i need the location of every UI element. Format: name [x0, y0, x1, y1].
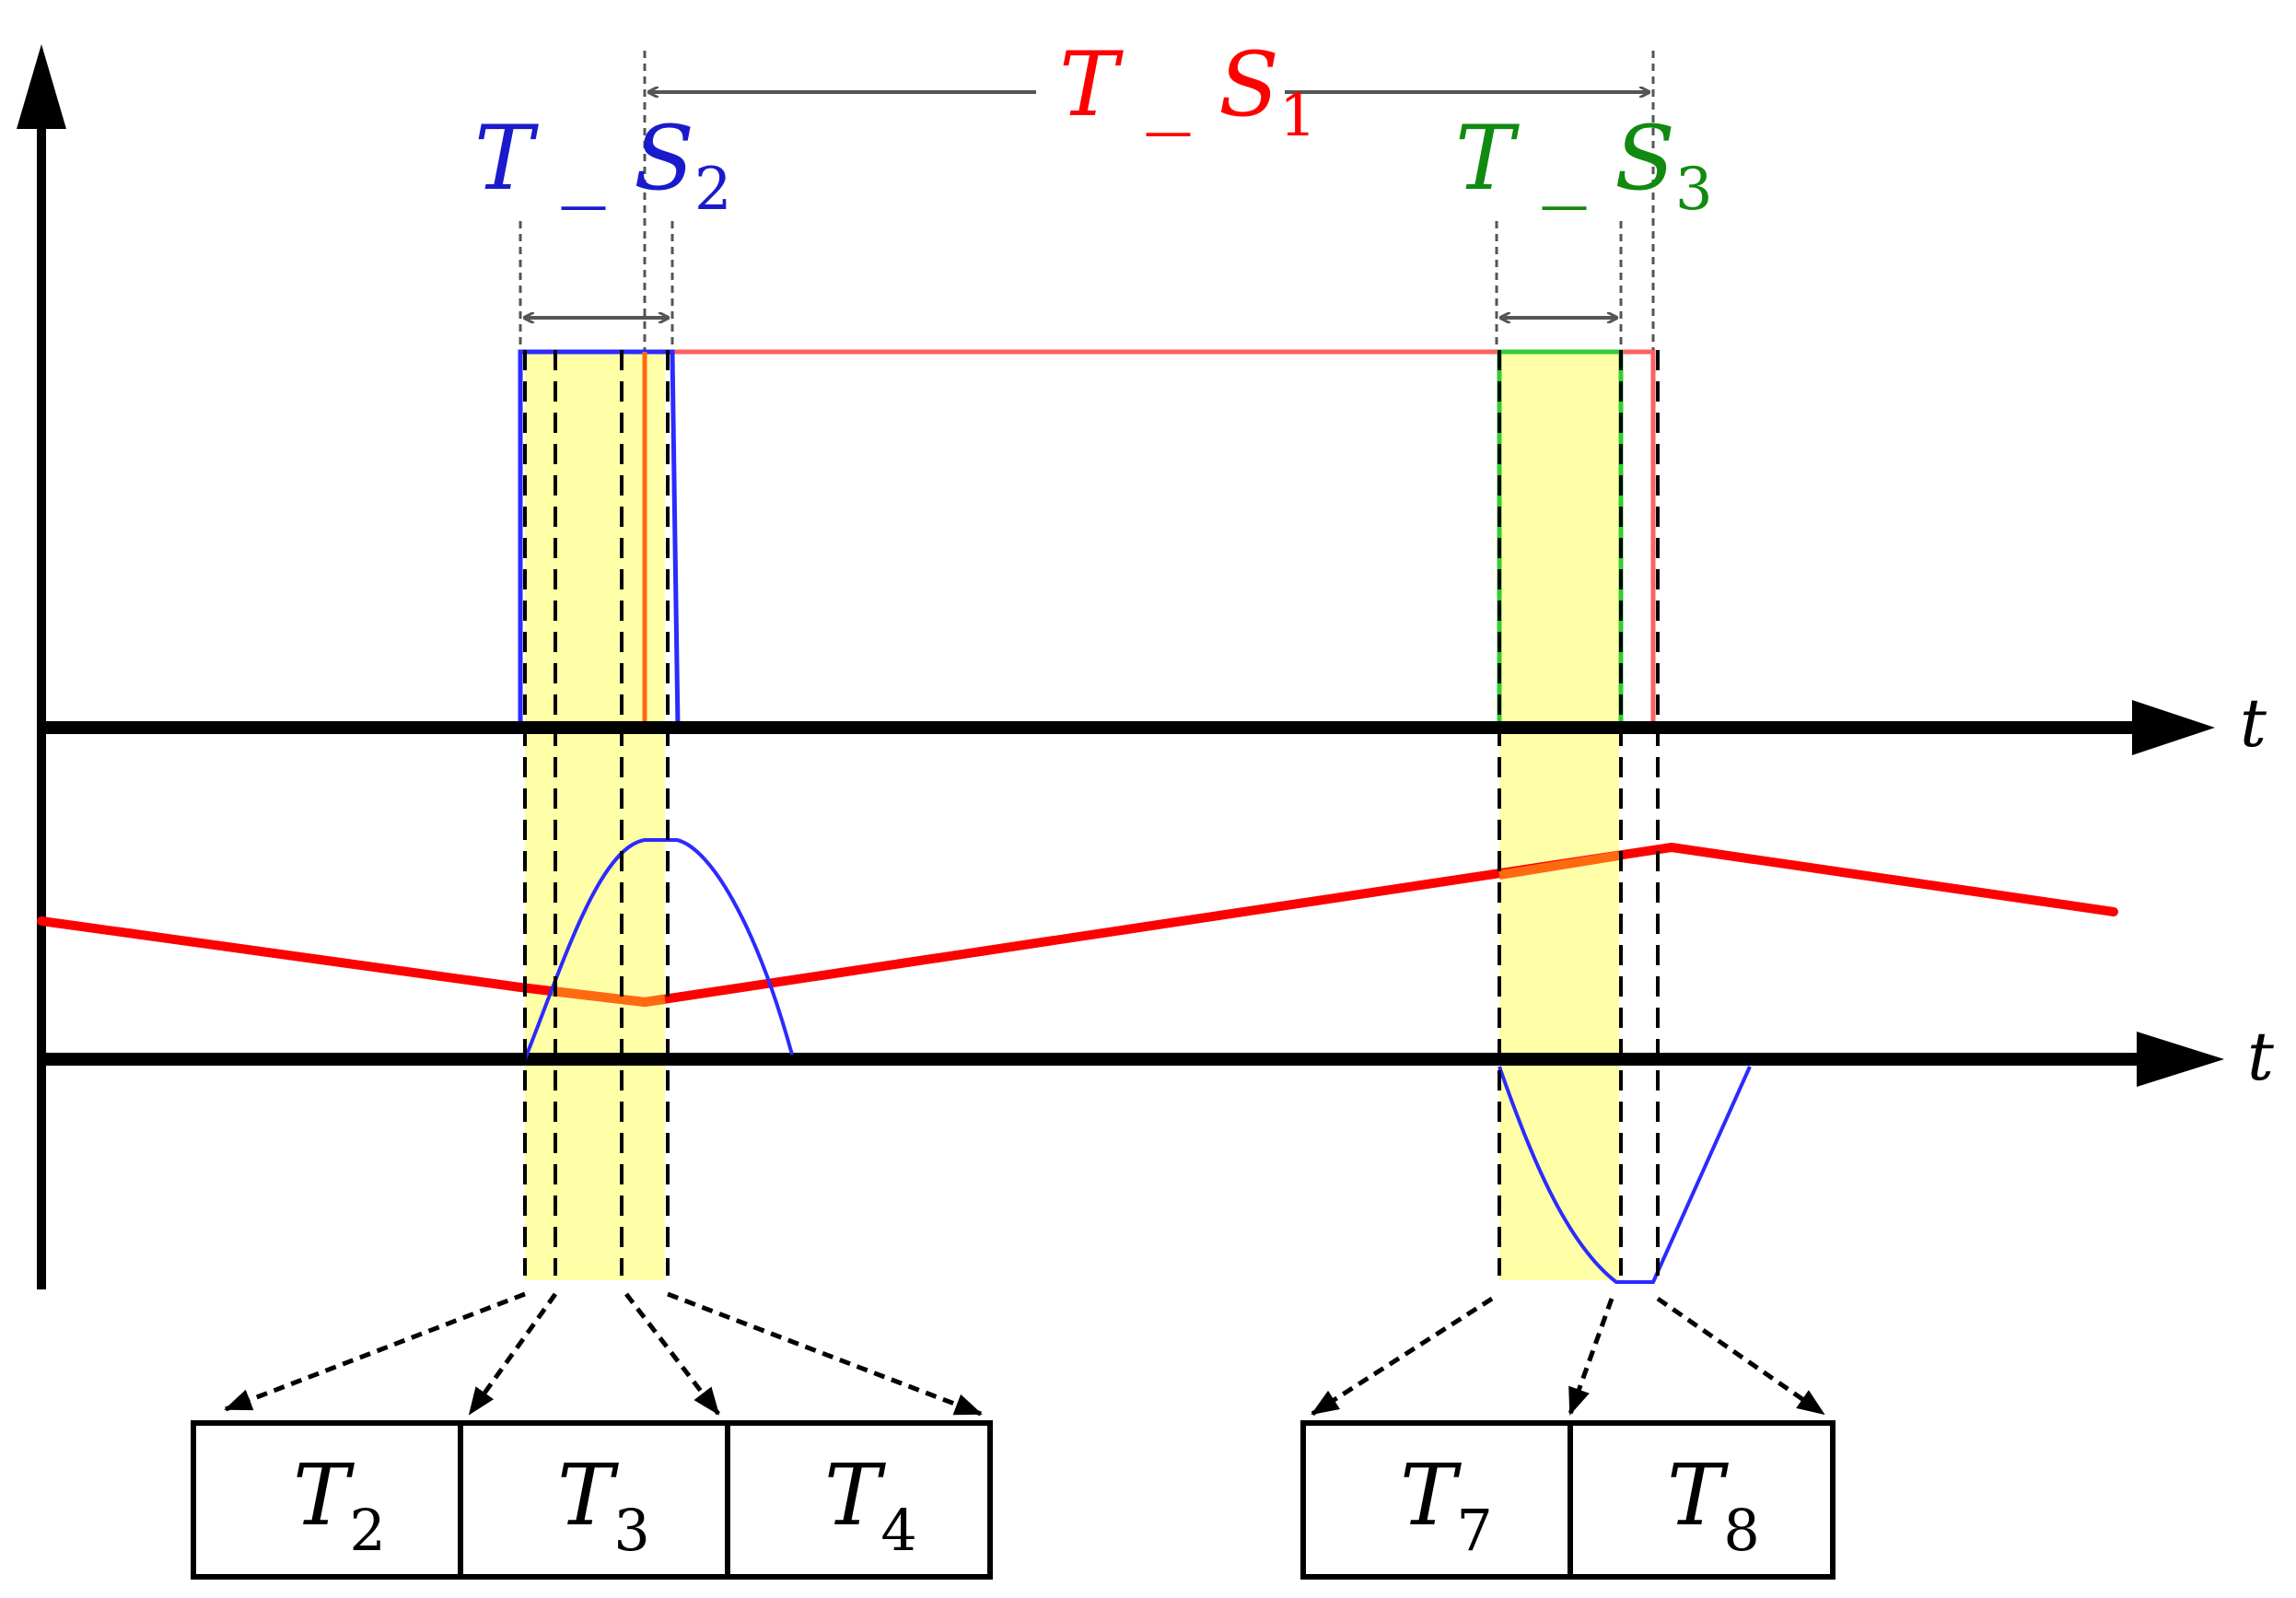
- highlight-left: [525, 350, 665, 1280]
- label-ts2: T _ S2: [474, 107, 732, 224]
- box-group-right: T7 T8: [1300, 1420, 1836, 1580]
- box-label-t2: T2: [293, 1446, 386, 1564]
- highlight-right: [1499, 350, 1619, 1280]
- label-ts3: T _ S3: [1455, 107, 1713, 224]
- blue-sine-lower: [1498, 1066, 1752, 1284]
- dashed-region-lines: [523, 350, 1660, 1276]
- top-guide-lines: [519, 51, 1655, 350]
- label-ts1: T _ S1: [1059, 33, 1317, 150]
- axis-label-t-lower: t: [2247, 1018, 2275, 1095]
- lower-time-arrowhead: [2137, 1032, 2224, 1087]
- box-label-t4: T4: [824, 1446, 917, 1564]
- blue-sine-upper: [523, 838, 794, 1060]
- axis-label-t-upper: t: [2240, 684, 2267, 762]
- box-label-t8: T8: [1667, 1446, 1760, 1564]
- upper-time-arrowhead: [2132, 700, 2215, 755]
- blue-pulse: [518, 349, 681, 729]
- y-axis-arrowhead: [17, 44, 66, 129]
- box-label-t7: T7: [1400, 1446, 1493, 1564]
- mapping-arrows: [224, 1291, 1825, 1417]
- red-ramp: [37, 843, 2118, 1007]
- red-ramp-highlighted-right: [1498, 851, 1620, 880]
- box-label-t3: T3: [557, 1446, 650, 1564]
- red-ramp-highlighted-left: [552, 986, 666, 1008]
- box-group-left: T2 T3 T4: [191, 1420, 993, 1580]
